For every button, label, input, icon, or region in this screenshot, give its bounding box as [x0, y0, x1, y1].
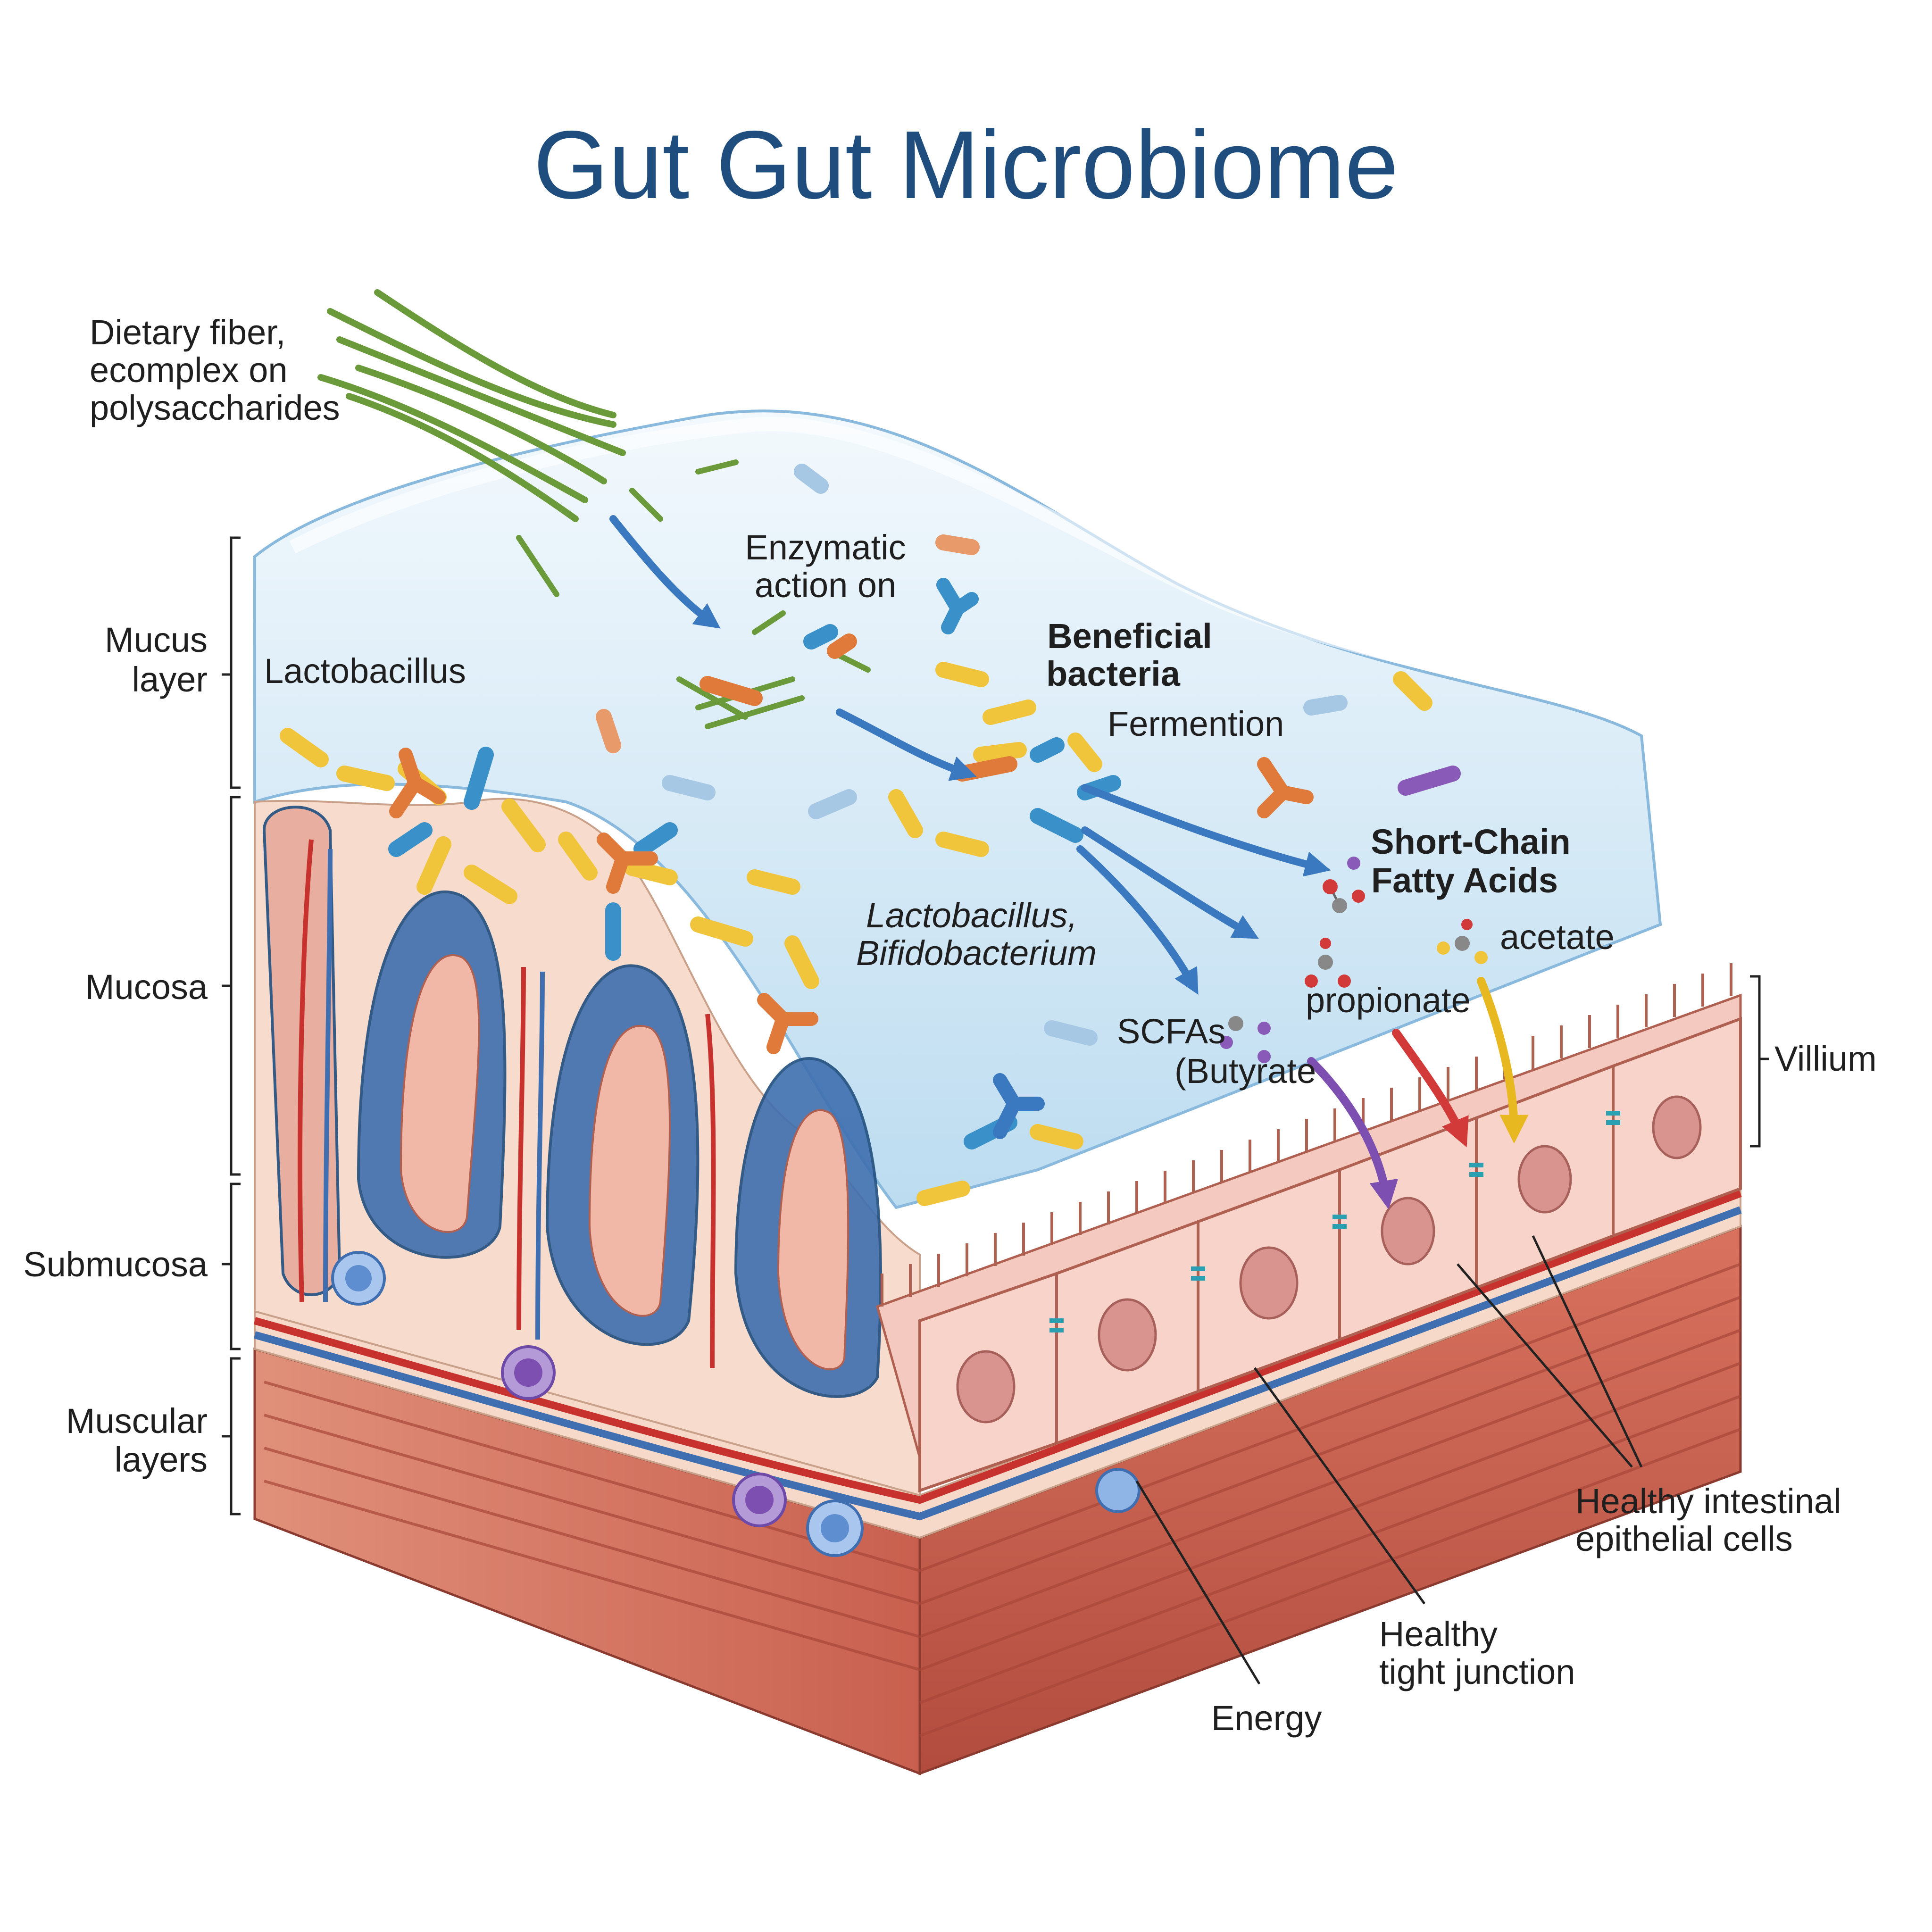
- beneficial-bacteria-label-1: Beneficial: [1047, 616, 1212, 656]
- y-shaped-bifidobacteria: [389, 578, 1314, 1139]
- scfa-molecules: [1220, 857, 1488, 1063]
- propionate-label: propionate: [1306, 981, 1471, 1020]
- species-label-2: Bifidobacterium: [856, 933, 1097, 973]
- mucus-lumen: [253, 409, 1662, 1209]
- mucus-surface-highlight: [289, 416, 1630, 724]
- enzymatic-label-1: Enzymatic: [745, 528, 906, 567]
- beneficial-bacteria-label-2: bacteria: [1046, 654, 1181, 693]
- dietary-fiber-bundle: [317, 289, 626, 522]
- crypt-inner-lining: [400, 954, 849, 1370]
- epithelial-cells-label-1: Healthy intestinal: [1575, 1482, 1841, 1521]
- blood-vessel-vein: [253, 1206, 1742, 1521]
- arrow-fiber-to-enzymatic: [609, 515, 721, 629]
- tight-junction-label-1: Healthy: [1379, 1615, 1498, 1654]
- cell-nuclei: [956, 1095, 1702, 1424]
- butyrate-label: (Butyrate: [1174, 1051, 1316, 1091]
- scfa-title-label-1: Short-Chain: [1371, 822, 1570, 861]
- epithelial-cells-label-2: epithelial cells: [1575, 1519, 1793, 1558]
- scfas-label: SCFAs: [1117, 1012, 1225, 1051]
- scfa-title-label-2: Fatty Acids: [1371, 861, 1558, 900]
- acetate-label: acetate: [1500, 917, 1615, 957]
- dietary-fiber-label-2: ecomplex on: [90, 350, 288, 390]
- enzymatic-label-2: action on: [755, 566, 896, 605]
- arrow-butyrate: [1307, 1057, 1399, 1210]
- dietary-fiber-label-1: Dietary fiber,: [90, 313, 285, 352]
- species-label-1: Lactobacillus,: [866, 896, 1077, 935]
- immune-cells: [331, 1251, 1141, 1557]
- leader-lines: [1135, 1235, 1643, 1685]
- layer-brackets-left: [222, 536, 241, 1516]
- muscle-fiber-lines: [264, 1263, 1741, 1737]
- pathway-arrows: [609, 515, 1529, 1210]
- annotation-labels: Dietary fiber, ecomplex on polysaccharid…: [90, 313, 1841, 1738]
- tight-junctions: [1049, 1111, 1620, 1332]
- submucosa-label: Submucosa: [23, 1245, 208, 1284]
- blood-vessel-artery: [253, 1190, 1742, 1504]
- arrow-propionate: [1392, 1029, 1469, 1148]
- arrow-to-scfa-1: [1081, 784, 1331, 877]
- lactobacillus-label: Lactobacillus: [264, 651, 466, 691]
- layer-labels: Mucus layer Mucosa Submucosa Muscular la…: [23, 620, 1876, 1479]
- bacteria-colony: [280, 464, 1461, 1206]
- arrow-to-scfa-3: [1076, 845, 1199, 995]
- mucosa-capillaries: [298, 839, 716, 1368]
- microvilli-brush-border: [881, 963, 1732, 1307]
- layer-bracket-right: [1750, 975, 1769, 1148]
- muscular-layers-label-1: Muscular: [66, 1401, 208, 1441]
- muscular-layers-label-2: layers: [115, 1440, 208, 1479]
- dietary-fiber-label-3: polysaccharides: [90, 388, 340, 427]
- arrow-acetate: [1477, 977, 1529, 1144]
- mucosa-label: Mucosa: [85, 967, 208, 1007]
- mucus-layer-label-2: layer: [132, 660, 208, 699]
- tight-junction-label-2: tight junction: [1379, 1652, 1575, 1691]
- mucus-layer-label-1: Mucus: [105, 620, 208, 659]
- arrow-to-bacteria: [836, 708, 977, 781]
- diagram-title: Gut Gut Microbiome: [533, 111, 1399, 219]
- energy-label: Energy: [1211, 1699, 1322, 1738]
- fermention-label: Fermention: [1108, 704, 1284, 743]
- arrow-to-scfa-2: [1081, 826, 1259, 939]
- villium-label: Villium: [1774, 1039, 1877, 1078]
- fiber-fragments: [516, 459, 871, 729]
